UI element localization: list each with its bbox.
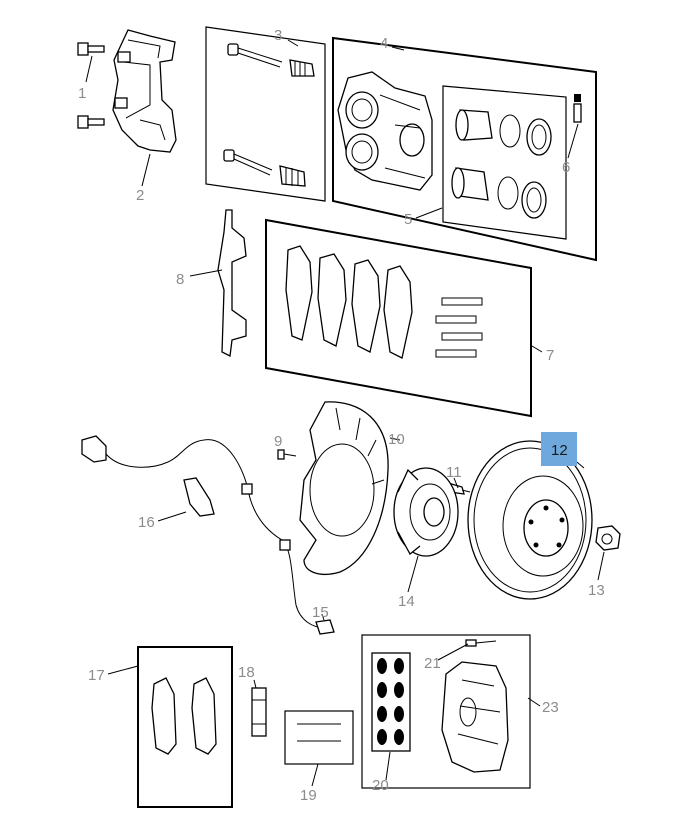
caliper-assembly-part-23 (441, 661, 509, 773)
brake-pads-part-7 (285, 245, 483, 359)
wheel-speed-sensor-part-16 (81, 435, 335, 635)
callout-17: 17 (88, 667, 105, 684)
bleeder-screw-part-6 (573, 94, 582, 123)
callout-20: 20 (372, 777, 389, 794)
group-box-5 (442, 85, 567, 240)
callout-2: 2 (136, 187, 144, 204)
callout-19: 19 (300, 787, 317, 804)
highlight-box-12 (541, 432, 577, 466)
callout-11: 11 (446, 464, 462, 481)
callout-15: 15 (312, 604, 329, 621)
pad-clip-part-8 (217, 209, 247, 357)
callout-13: 13 (588, 582, 605, 599)
group-box-7 (265, 218, 532, 418)
group-box-17 (137, 646, 233, 808)
callout-1: 1 (78, 85, 86, 102)
pins-part-19 (297, 723, 341, 742)
nut-part-13 (595, 525, 621, 551)
callout-10: 10 (388, 431, 405, 448)
callout-12: 12 (551, 442, 568, 459)
rotor-part-12 (467, 440, 593, 600)
caliper-housing-part-4 (337, 71, 433, 191)
hub-bearing-part-14 (393, 467, 459, 557)
bolt-part-9 (277, 449, 297, 460)
seal-kit-part-20 (371, 652, 411, 752)
callout-5: 5 (404, 211, 412, 228)
callout-23: 23 (542, 699, 559, 716)
pad-kit-part-17 (151, 677, 217, 755)
clip-part-18 (251, 687, 267, 737)
bleeder-part-21 (465, 639, 497, 647)
callout-7: 7 (546, 347, 554, 364)
pistons-part-5 (451, 109, 552, 219)
callout-16: 16 (138, 514, 155, 531)
callout-21: 21 (424, 655, 441, 672)
guide-pins-part-3 (223, 43, 315, 187)
callout-4: 4 (380, 35, 388, 52)
caliper-bracket-part-2 (112, 29, 177, 153)
leader-lines (85, 39, 605, 787)
bolt-part-1 (77, 42, 105, 129)
group-box-19 (284, 710, 354, 765)
group-box-23 (361, 634, 531, 789)
dust-shield-part-10 (299, 401, 389, 575)
group-box-4 (332, 36, 597, 262)
callout-3: 3 (274, 27, 282, 44)
callout-14: 14 (398, 593, 415, 610)
callout-18: 18 (238, 664, 255, 681)
callout-8: 8 (176, 271, 184, 288)
group-box-3 (205, 26, 326, 202)
callout-9: 9 (274, 433, 282, 450)
callout-6: 6 (562, 159, 570, 176)
